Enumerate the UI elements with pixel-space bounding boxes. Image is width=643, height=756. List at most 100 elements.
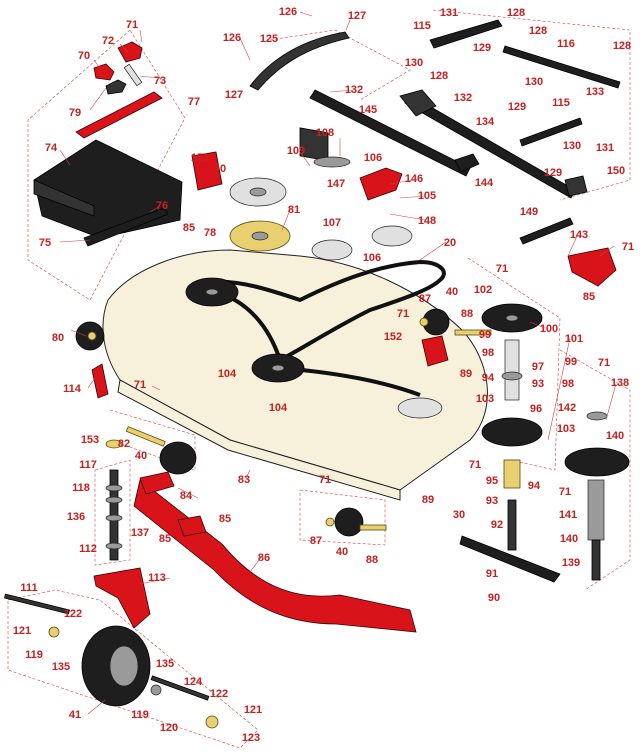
part-label-71h: 71 [134, 379, 146, 391]
part-label-148: 148 [418, 215, 436, 227]
part-label-121b: 121 [244, 704, 262, 716]
part-label-106b: 106 [363, 252, 381, 264]
part-label-137: 137 [131, 527, 149, 539]
part-label-126b: 126 [223, 32, 241, 44]
part-label-76: 76 [156, 200, 168, 212]
part-label-150: 150 [607, 165, 625, 177]
part-label-101: 101 [565, 333, 583, 345]
part-label-96: 96 [530, 403, 542, 415]
part-label-106a: 106 [364, 152, 382, 164]
part-label-91: 91 [486, 568, 498, 580]
part-label-122b: 122 [210, 688, 228, 700]
part-label-124: 124 [184, 676, 203, 688]
part-label-132b: 132 [454, 92, 472, 104]
part-label-143: 143 [570, 229, 588, 241]
part-label-140a: 140 [606, 430, 624, 442]
part-label-92: 92 [491, 519, 503, 531]
part-label-134: 134 [476, 116, 495, 128]
part-label-71c: 71 [496, 263, 508, 275]
part-label-133: 133 [586, 86, 604, 98]
part-label-135a: 135 [52, 661, 70, 673]
part-label-127a: 127 [348, 10, 366, 22]
part-label-114: 114 [63, 383, 82, 395]
part-label-129c: 129 [544, 167, 562, 179]
part-label-83: 83 [238, 474, 250, 486]
part-label-71d: 71 [397, 308, 409, 320]
part-label-102: 102 [474, 284, 492, 296]
part-label-82: 82 [118, 438, 130, 450]
part-label-88a: 88 [461, 308, 473, 320]
part-label-93b: 93 [486, 495, 498, 507]
part-label-40a: 40 [214, 163, 226, 175]
part-label-120: 120 [160, 722, 178, 734]
part-label-97: 97 [532, 361, 544, 373]
part-label-94a: 94 [482, 372, 495, 384]
part-label-152: 152 [384, 331, 402, 343]
part-label-119b: 119 [131, 709, 149, 721]
part-label-87a: 87 [419, 293, 431, 305]
part-label-99b: 99 [565, 356, 577, 368]
part-label-81: 81 [288, 204, 300, 216]
part-label-104b: 104 [269, 402, 288, 414]
part-label-105: 105 [418, 190, 436, 202]
part-label-129a: 129 [473, 42, 491, 54]
front-bumper [133, 471, 417, 633]
part-label-151: 151 [191, 152, 209, 164]
part-label-72: 72 [102, 35, 114, 47]
part-label-130b: 130 [525, 76, 543, 88]
part-label-129b: 129 [508, 101, 526, 113]
part-label-103a: 103 [476, 393, 494, 405]
part-label-94b: 94 [528, 480, 541, 492]
part-label-20: 20 [444, 237, 456, 249]
part-label-73: 73 [154, 75, 166, 87]
part-label-125: 125 [260, 33, 278, 45]
part-label-93a: 93 [532, 378, 544, 390]
caster-wheel-assembly [4, 439, 219, 729]
part-label-127b: 127 [225, 89, 243, 101]
part-label-85b: 85 [583, 291, 595, 303]
part-label-138: 138 [611, 377, 629, 389]
part-label-75: 75 [39, 237, 51, 249]
part-label-30: 30 [453, 509, 465, 521]
mower-deck [91, 249, 488, 501]
part-label-117: 117 [79, 459, 97, 471]
part-label-128a: 128 [507, 7, 525, 19]
part-label-128d: 128 [430, 70, 448, 82]
part-label-144: 144 [475, 177, 494, 189]
part-label-79: 79 [69, 107, 81, 119]
part-label-113: 113 [148, 572, 166, 584]
part-label-118: 118 [72, 482, 90, 494]
part-label-80: 80 [52, 332, 64, 344]
part-label-130c: 130 [563, 140, 581, 152]
anti-scalp-wheels [75, 308, 492, 537]
part-label-149: 149 [520, 206, 538, 218]
part-label-71i: 71 [319, 474, 331, 486]
part-label-121a: 121 [13, 625, 31, 637]
part-label-126a: 126 [279, 6, 297, 18]
part-label-136: 136 [67, 511, 85, 523]
part-label-40d: 40 [336, 546, 348, 558]
part-label-142: 142 [558, 402, 576, 414]
part-label-85a: 85 [183, 222, 195, 234]
part-label-130a: 130 [405, 57, 423, 69]
part-label-86: 86 [258, 552, 270, 564]
part-label-116: 116 [557, 38, 575, 50]
part-label-85d: 85 [219, 513, 231, 525]
part-label-89b: 89 [422, 494, 434, 506]
part-label-71e: 71 [598, 357, 610, 369]
part-label-128c: 128 [613, 40, 631, 52]
spindle-assemblies [459, 303, 630, 583]
part-label-71: 71 [126, 19, 138, 31]
part-label-122a: 122 [64, 608, 82, 620]
part-label-98b: 98 [562, 378, 574, 390]
part-label-40b: 40 [446, 286, 458, 298]
part-label-100: 100 [540, 323, 558, 335]
part-label-40c: 40 [135, 450, 147, 462]
part-label-74: 74 [45, 142, 58, 154]
part-label-119a: 119 [25, 649, 43, 661]
part-label-85c: 85 [159, 533, 171, 545]
part-label-84: 84 [180, 490, 193, 502]
part-label-111: 111 [20, 582, 37, 594]
part-label-89a: 89 [460, 368, 472, 380]
